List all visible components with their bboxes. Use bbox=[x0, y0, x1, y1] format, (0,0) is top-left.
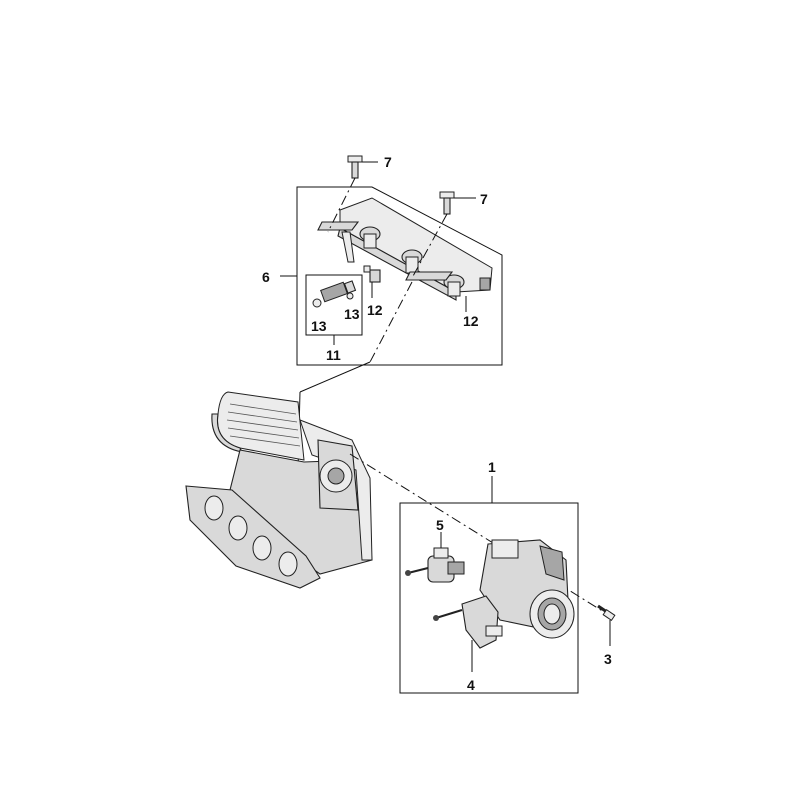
callout-6: 6 bbox=[262, 269, 270, 285]
screw-4 bbox=[433, 609, 463, 621]
fuel-rail-group-frame bbox=[296, 186, 503, 366]
callout-11: 11 bbox=[326, 347, 341, 363]
callout-7-upper: 7 bbox=[384, 154, 392, 170]
screw-5 bbox=[405, 567, 429, 576]
throttle-body bbox=[479, 539, 575, 639]
idle-air-control-valve bbox=[427, 547, 465, 583]
callout-12-right: 12 bbox=[463, 313, 479, 329]
fuel-injector bbox=[312, 280, 357, 308]
bolt-3 bbox=[597, 604, 616, 621]
injector-clip bbox=[363, 265, 381, 283]
callout-3: 3 bbox=[604, 651, 612, 667]
callout-13-right: 13 bbox=[344, 306, 360, 322]
callout-13-left: 13 bbox=[311, 318, 327, 334]
fuel-rail bbox=[317, 197, 493, 301]
intake-manifold bbox=[185, 391, 373, 589]
callout-12-left: 12 bbox=[367, 302, 383, 318]
callout-7-lower: 7 bbox=[480, 191, 488, 207]
callout-1: 1 bbox=[488, 459, 496, 475]
callout-4: 4 bbox=[467, 677, 475, 693]
bolt-7-upper bbox=[347, 155, 363, 179]
throttle-body-group-frame bbox=[399, 502, 579, 694]
bolt-7-lower bbox=[439, 191, 455, 215]
throttle-position-sensor bbox=[461, 595, 503, 649]
callout-5: 5 bbox=[436, 517, 444, 533]
